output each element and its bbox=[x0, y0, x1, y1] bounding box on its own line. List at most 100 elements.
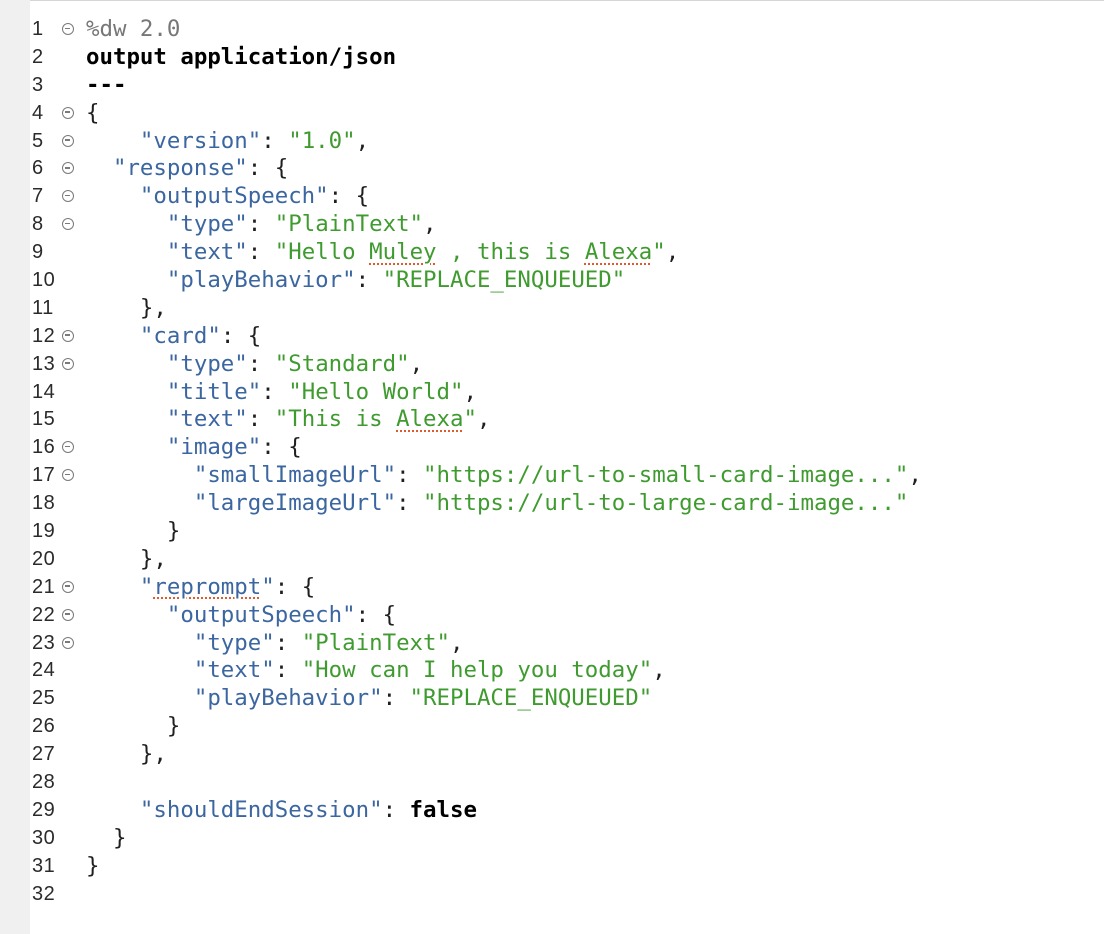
code-text[interactable]: } bbox=[86, 825, 126, 853]
code-line[interactable]: 25 "playBehavior": "REPLACE_ENQUEUED" bbox=[0, 685, 1104, 713]
code-token: : { bbox=[247, 155, 289, 182]
code-text[interactable]: %dw 2.0 bbox=[86, 16, 180, 44]
code-text[interactable]: "reprompt": { bbox=[86, 574, 315, 602]
code-text[interactable]: "text": "How can I help you today", bbox=[86, 657, 666, 685]
code-line[interactable]: 15 "text": "This is Alexa", bbox=[0, 406, 1104, 434]
line-number: 15 bbox=[32, 408, 56, 431]
code-token: "type" bbox=[166, 350, 248, 377]
code-line[interactable]: 3--- bbox=[0, 72, 1104, 100]
code-line[interactable]: 22 "outputSpeech": { bbox=[0, 602, 1104, 630]
code-line[interactable]: 21 "reprompt": { bbox=[0, 574, 1104, 602]
misspelled-word: Alexa bbox=[396, 406, 464, 433]
code-line[interactable]: 24 "text": "How can I help you today", bbox=[0, 657, 1104, 685]
code-token: , bbox=[409, 350, 424, 377]
line-number: 1 bbox=[32, 18, 44, 40]
code-line[interactable]: 5 "version": "1.0", bbox=[0, 128, 1104, 156]
code-indent bbox=[86, 574, 140, 600]
code-line[interactable]: 17 "smallImageUrl": "https://url-to-smal… bbox=[0, 462, 1104, 490]
code-line[interactable]: 27 }, bbox=[0, 741, 1104, 769]
fold-collapse-icon[interactable] bbox=[62, 441, 74, 454]
code-text[interactable]: "smallImageUrl": "https://url-to-small-c… bbox=[86, 462, 922, 490]
fold-collapse-icon[interactable] bbox=[62, 23, 74, 35]
fold-collapse-icon[interactable] bbox=[62, 580, 74, 593]
fold-collapse-icon[interactable] bbox=[62, 190, 74, 203]
fold-collapse-icon[interactable] bbox=[62, 469, 74, 482]
code-line[interactable]: 14 "title": "Hello World", bbox=[0, 379, 1104, 407]
code-token: "REPLACE_ENQUEUED" bbox=[409, 685, 653, 712]
fold-collapse-icon[interactable] bbox=[62, 134, 74, 147]
code-line[interactable]: 29 "shouldEndSession": false bbox=[0, 797, 1104, 825]
code-text[interactable]: "largeImageUrl": "https://url-to-large-c… bbox=[86, 490, 908, 518]
code-text[interactable]: "outputSpeech": { bbox=[86, 183, 369, 211]
code-line[interactable]: 1 %dw 2.0 bbox=[0, 16, 1104, 44]
editor-left-margin bbox=[0, 0, 30, 934]
code-text[interactable]: "text": "This is Alexa", bbox=[86, 406, 491, 434]
line-number: 8 bbox=[32, 213, 44, 236]
code-line[interactable]: 11 }, bbox=[0, 295, 1104, 323]
code-text[interactable]: "text": "Hello Muley , this is Alexa", bbox=[86, 239, 679, 267]
code-line[interactable]: 19 } bbox=[0, 518, 1104, 546]
code-text[interactable]: { bbox=[86, 100, 99, 128]
code-text[interactable]: }, bbox=[86, 295, 167, 323]
code-text[interactable]: } bbox=[86, 853, 99, 881]
fold-collapse-icon[interactable] bbox=[62, 106, 74, 119]
code-text[interactable]: } bbox=[86, 518, 180, 546]
code-text[interactable]: "playBehavior": "REPLACE_ENQUEUED" bbox=[86, 267, 625, 295]
line-number: 16 bbox=[32, 436, 56, 459]
code-text[interactable]: "type": "PlainText", bbox=[86, 630, 464, 658]
misspelled-word: reprompt bbox=[153, 573, 262, 600]
code-line[interactable]: 7 "outputSpeech": { bbox=[0, 183, 1104, 211]
code-token: "card" bbox=[139, 322, 221, 349]
code-token: }, bbox=[139, 545, 167, 572]
code-line[interactable]: 30 } bbox=[0, 825, 1104, 853]
fold-collapse-icon[interactable] bbox=[62, 218, 74, 231]
code-text[interactable]: "image": { bbox=[86, 434, 302, 462]
code-text[interactable]: "type": "PlainText", bbox=[86, 211, 437, 239]
line-number: 14 bbox=[32, 380, 56, 403]
fold-collapse-icon[interactable] bbox=[62, 162, 74, 175]
code-text[interactable]: "type": "Standard", bbox=[86, 351, 423, 379]
code-line[interactable]: 31} bbox=[0, 853, 1104, 881]
code-text[interactable]: }, bbox=[86, 741, 167, 769]
code-line[interactable]: 20 }, bbox=[0, 546, 1104, 574]
code-line[interactable]: 12 "card": { bbox=[0, 323, 1104, 351]
code-text[interactable]: "response": { bbox=[86, 155, 288, 183]
code-line[interactable]: 26 } bbox=[0, 713, 1104, 741]
line-number: 30 bbox=[32, 826, 56, 849]
code-text[interactable]: } bbox=[86, 713, 180, 741]
code-text[interactable]: }, bbox=[86, 546, 167, 574]
code-line[interactable]: 13 "type": "Standard", bbox=[0, 351, 1104, 379]
code-indent bbox=[86, 713, 167, 739]
fold-collapse-icon[interactable] bbox=[62, 329, 74, 342]
line-number-gutter bbox=[30, 0, 82, 934]
fold-collapse-icon[interactable] bbox=[62, 608, 74, 621]
line-number: 29 bbox=[32, 798, 56, 821]
code-text[interactable]: output application/json bbox=[86, 44, 396, 72]
code-line[interactable]: 23 "type": "PlainText", bbox=[0, 630, 1104, 658]
code-indent bbox=[86, 211, 167, 237]
code-line[interactable]: 4{ bbox=[0, 100, 1104, 128]
code-line[interactable]: 9 "text": "Hello Muley , this is Alexa", bbox=[0, 239, 1104, 267]
code-line[interactable]: 18 "largeImageUrl": "https://url-to-larg… bbox=[0, 490, 1104, 518]
code-text[interactable]: "shouldEndSession": false bbox=[86, 797, 477, 825]
line-number: 12 bbox=[32, 324, 56, 347]
fold-collapse-icon[interactable] bbox=[62, 636, 74, 649]
code-line[interactable]: 32 bbox=[0, 881, 1104, 909]
code-text[interactable]: "outputSpeech": { bbox=[86, 602, 396, 630]
fold-collapse-icon[interactable] bbox=[62, 357, 74, 370]
code-line[interactable]: 8 "type": "PlainText", bbox=[0, 211, 1104, 239]
code-text[interactable]: "playBehavior": "REPLACE_ENQUEUED" bbox=[86, 685, 652, 713]
code-text[interactable]: "title": "Hello World", bbox=[86, 379, 477, 407]
line-number: 9 bbox=[32, 241, 44, 264]
code-text[interactable]: --- bbox=[86, 72, 126, 100]
code-indent bbox=[86, 295, 140, 321]
code-text[interactable]: "version": "1.0", bbox=[86, 128, 369, 156]
code-line[interactable]: 16 "image": { bbox=[0, 434, 1104, 462]
code-line[interactable]: 10 "playBehavior": "REPLACE_ENQUEUED" bbox=[0, 267, 1104, 295]
code-line[interactable]: 6 "response": { bbox=[0, 155, 1104, 183]
code-text[interactable]: "card": { bbox=[86, 323, 261, 351]
code-line[interactable]: 28 bbox=[0, 769, 1104, 797]
